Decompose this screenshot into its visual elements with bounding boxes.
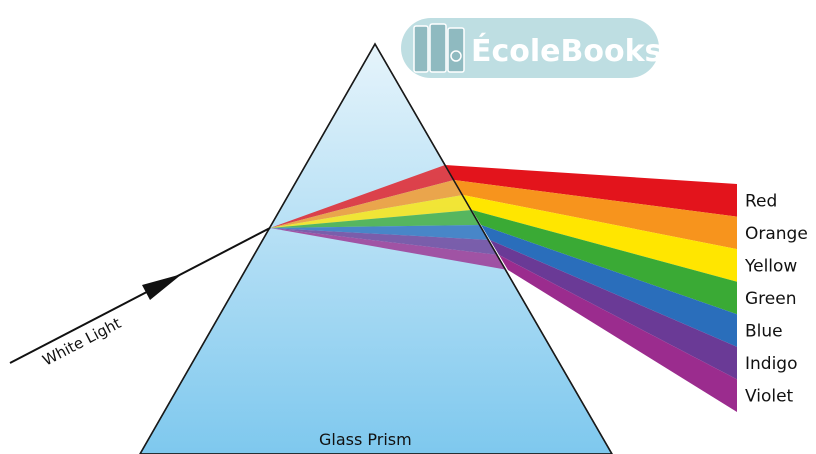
label-blue: Blue <box>745 322 783 342</box>
label-yellow: Yellow <box>744 256 797 276</box>
label-violet: Violet <box>745 387 794 407</box>
books-icon <box>414 24 464 72</box>
ecolebooks-logo: ÉcoleBooks <box>401 18 662 78</box>
logo-text: ÉcoleBooks <box>471 33 662 69</box>
label-red: Red <box>745 191 777 211</box>
glass-prism-label: Glass Prism <box>319 430 412 449</box>
label-indigo: Indigo <box>745 354 798 374</box>
label-orange: Orange <box>745 224 808 244</box>
label-green: Green <box>745 289 796 309</box>
ray-arrowhead-icon <box>142 274 182 300</box>
